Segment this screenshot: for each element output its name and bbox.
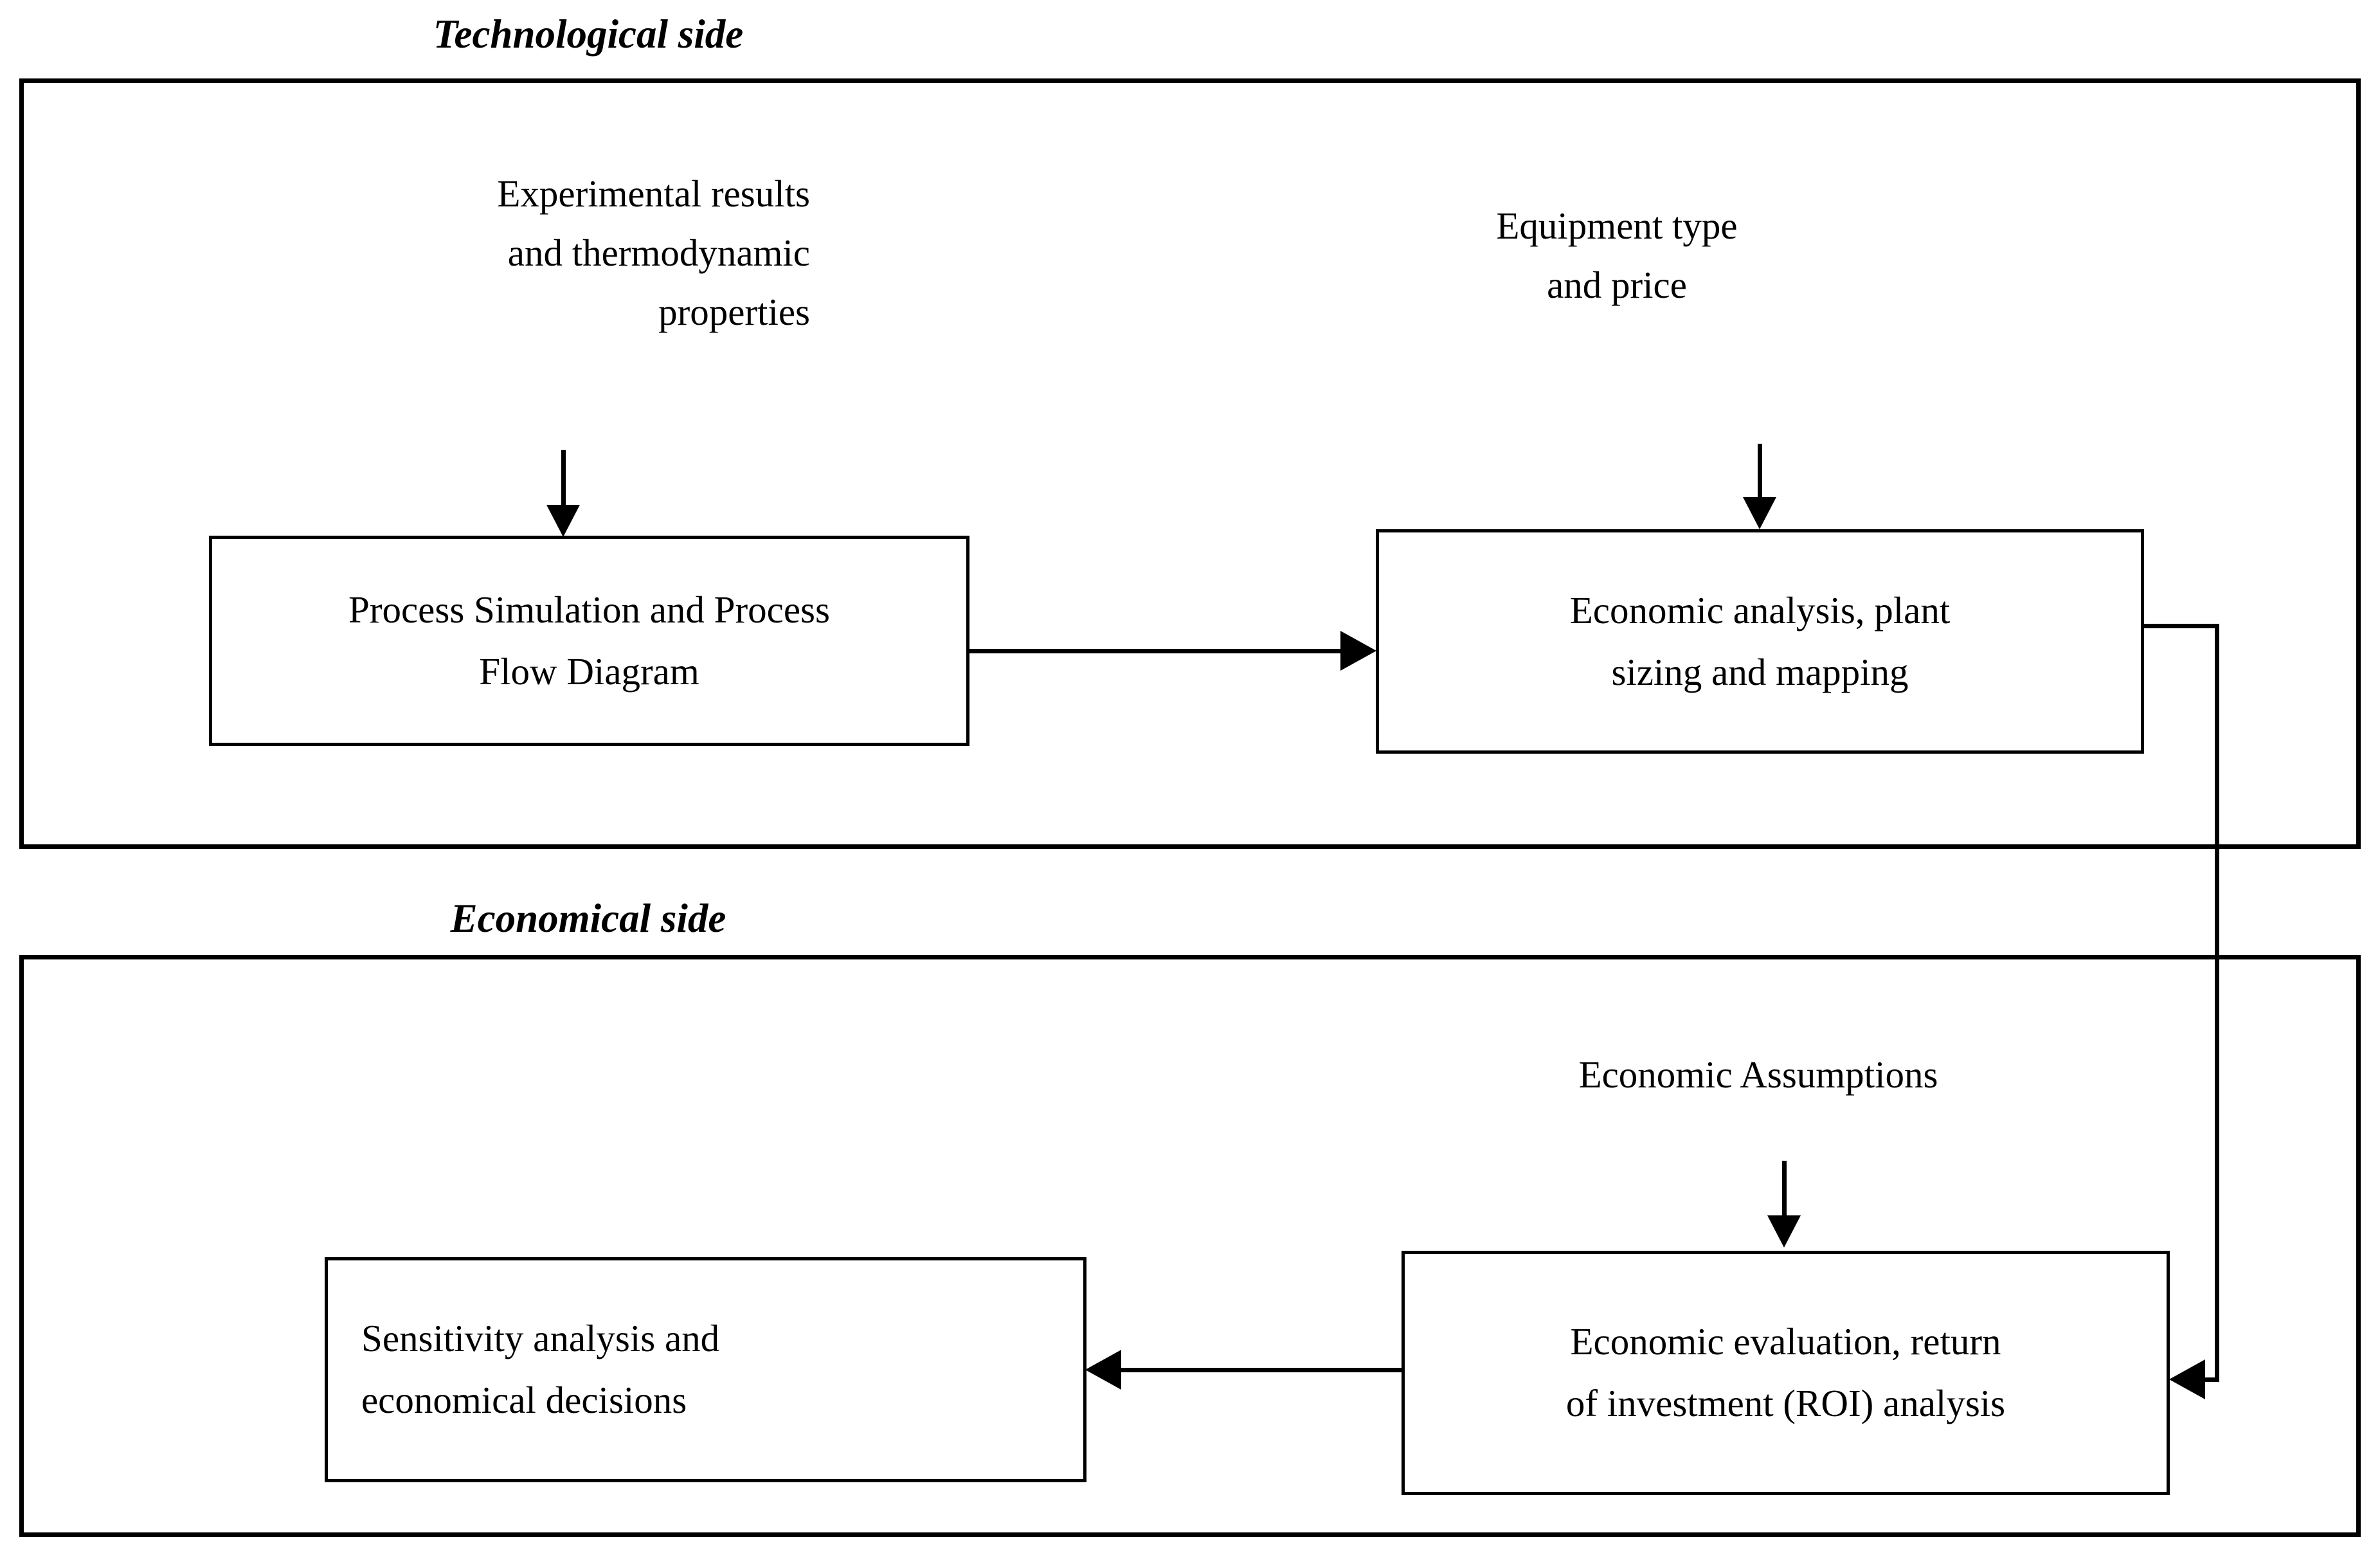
arrow-process-to-economic-analysis-shaft	[969, 649, 1344, 653]
experimental-results-line-1: Experimental results	[497, 172, 810, 215]
experimental-results-label: Experimental results and thermodynamic p…	[109, 164, 810, 341]
arrow-assumptions-to-evaluation-shaft	[1782, 1161, 1787, 1219]
sensitivity-analysis-line-1: Sensitivity analysis and	[361, 1317, 720, 1360]
economic-evaluation-box[interactable]: Economic evaluation, return of investmen…	[1402, 1251, 2170, 1495]
arrow-equipment-to-economic-analysis-shaft	[1758, 444, 1762, 500]
process-simulation-box[interactable]: Process Simulation and Process Flow Diag…	[209, 536, 969, 746]
economical-side-frame	[19, 955, 2361, 1537]
technological-side-frame	[19, 78, 2361, 849]
economic-analysis-box[interactable]: Economic analysis, plant sizing and mapp…	[1376, 529, 2144, 754]
connector-economic-analysis-vertical	[2215, 624, 2219, 1380]
economical-side-title: Economical side	[450, 896, 726, 941]
arrow-evaluation-to-sensitivity-shaft	[1119, 1368, 1403, 1372]
experimental-results-line-2: and thermodynamic	[507, 232, 810, 275]
connector-evaluation-arrow-head	[2169, 1359, 2205, 1399]
sensitivity-analysis-box[interactable]: Sensitivity analysis and economical deci…	[325, 1257, 1086, 1482]
arrow-process-to-economic-analysis-head	[1340, 631, 1376, 671]
arrow-equipment-to-economic-analysis-head	[1743, 497, 1776, 529]
experimental-results-line-3: properties	[658, 291, 810, 334]
arrow-assumptions-to-evaluation-head	[1767, 1215, 1801, 1248]
arrow-experimental-to-process-head	[546, 505, 580, 537]
equipment-type-line-2: and price	[1547, 264, 1687, 307]
equipment-type-label: Equipment type and price	[1260, 196, 1974, 314]
sensitivity-analysis-line-2: economical decisions	[361, 1379, 687, 1421]
economic-analysis-line-2: sizing and mapping	[1611, 650, 1909, 693]
connector-economic-analysis-exit	[2144, 624, 2219, 628]
economic-analysis-line-1: Economic analysis, plant	[1569, 588, 1951, 631]
process-simulation-line-1: Process Simulation and Process	[348, 588, 830, 631]
process-simulation-line-2: Flow Diagram	[479, 649, 699, 693]
arrow-experimental-to-process-shaft	[561, 450, 566, 508]
economic-assumptions-line-1: Economic Assumptions	[1578, 1053, 1938, 1096]
economic-evaluation-line-2: of investment (ROI) analysis	[1565, 1382, 2006, 1424]
connector-evaluation-entry	[2204, 1377, 2219, 1382]
equipment-type-line-1: Equipment type	[1496, 204, 1738, 247]
economic-evaluation-line-1: Economic evaluation, return	[1570, 1320, 2001, 1363]
arrow-evaluation-to-sensitivity-head	[1085, 1350, 1121, 1390]
economic-assumptions-label: Economic Assumptions	[1402, 1045, 2115, 1104]
technological-side-title: Technological side	[433, 12, 744, 57]
